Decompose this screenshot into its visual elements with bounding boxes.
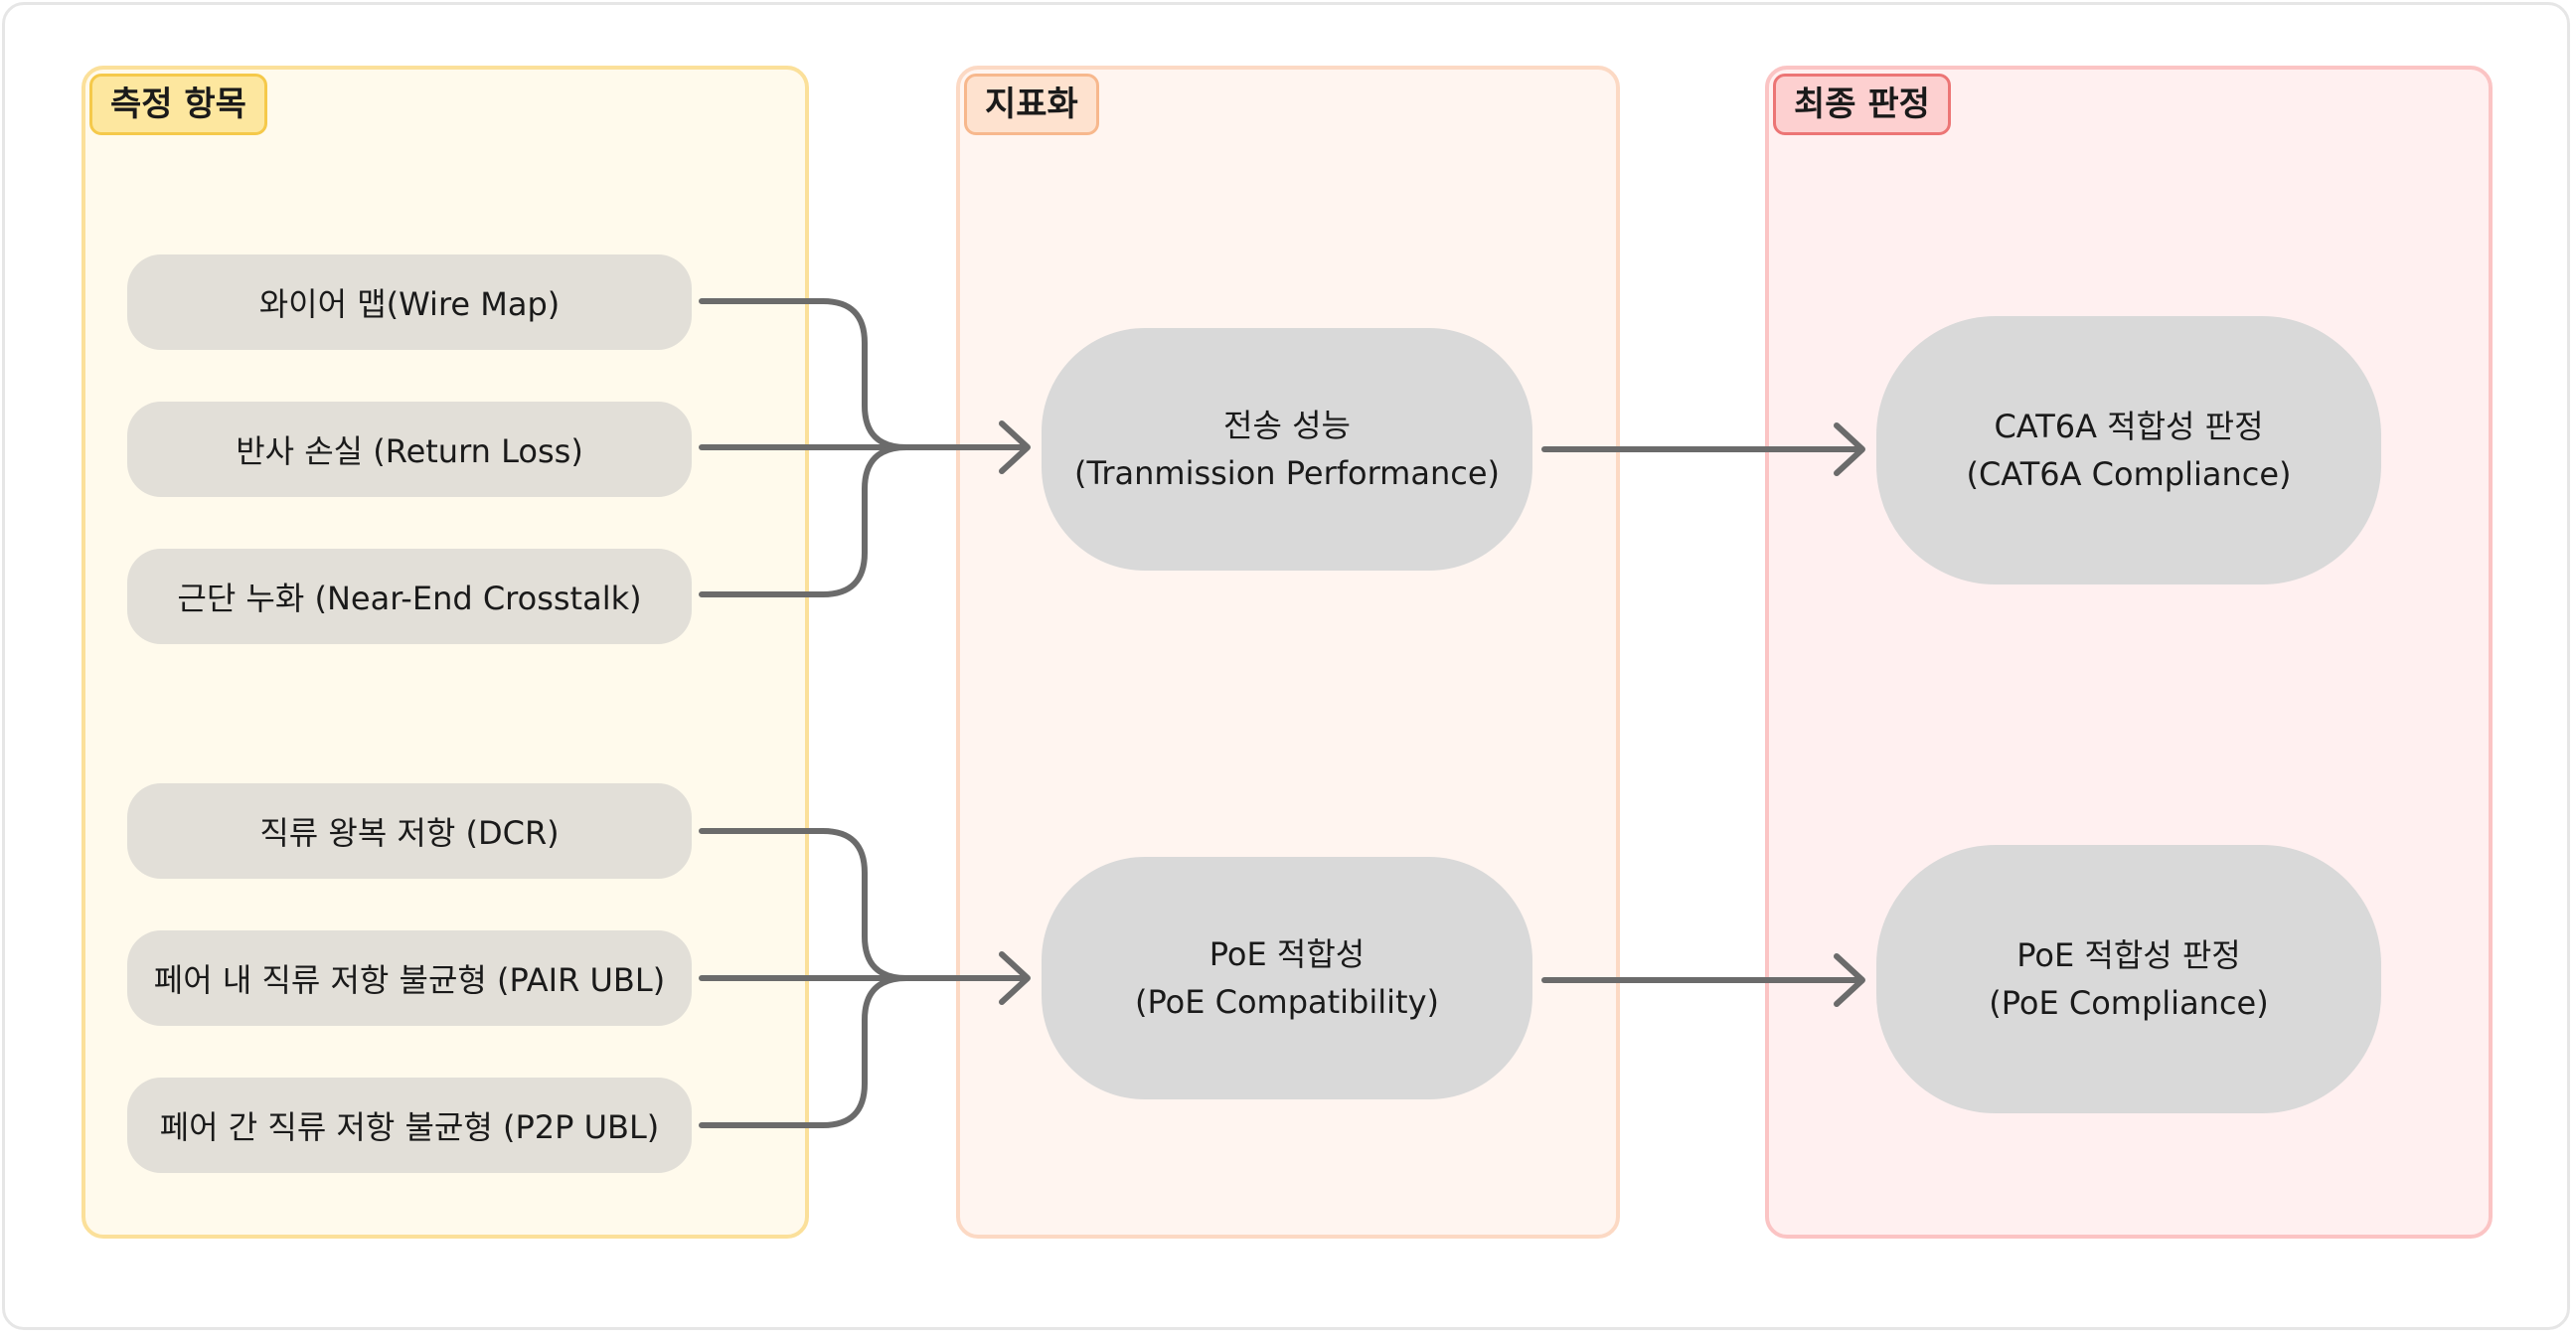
verdict-poe-title: PoE 적합성 판정 <box>2016 936 2241 974</box>
indicator-poe-compatibility: PoE 적합성 (PoE Compatibility) <box>1042 857 1532 1099</box>
connector-p2p-ubl <box>699 975 909 1128</box>
measurement-pair-ubl: 페어 내 직류 저항 불균형 (PAIR UBL) <box>127 930 692 1026</box>
connector-next <box>699 444 909 597</box>
verdict-poe-compliance: PoE 적합성 판정 (PoE Compliance) <box>1876 845 2381 1113</box>
indicator-transmission-performance: 전송 성능 (Tranmission Performance) <box>1042 328 1532 571</box>
indicator-transmission-title: 전송 성능 <box>1223 407 1351 444</box>
arrowhead-transmission <box>999 420 1031 474</box>
group-measurement-label: 측정 항목 <box>89 74 267 135</box>
verdict-cat6a-subtitle: (CAT6A Compliance) <box>1966 455 2292 493</box>
verdict-cat6a-title: CAT6A 적합성 판정 <box>1994 408 2264 445</box>
connector-dcr <box>699 828 909 981</box>
arrowhead-cat6a <box>1834 422 1865 476</box>
verdict-poe-subtitle: (PoE Compliance) <box>1989 984 2269 1022</box>
indicator-transmission-subtitle: (Tranmission Performance) <box>1074 454 1500 492</box>
arrowhead-poe-compliance <box>1834 953 1865 1007</box>
arrowhead-poe <box>999 951 1031 1005</box>
measurement-wire-map: 와이어 맵(Wire Map) <box>127 254 692 350</box>
measurement-p2p-ubl: 페어 간 직류 저항 불균형 (P2P UBL) <box>127 1078 692 1173</box>
group-indicator-label: 지표화 <box>964 74 1099 135</box>
indicator-poe-subtitle: (PoE Compatibility) <box>1134 983 1439 1021</box>
measurement-return-loss: 반사 손실 (Return Loss) <box>127 402 692 497</box>
group-verdict-label: 최종 판정 <box>1773 74 1951 135</box>
indicator-poe-title: PoE 적합성 <box>1208 935 1366 973</box>
measurement-dcr: 직류 왕복 저항 (DCR) <box>127 783 692 879</box>
measurement-near-end-crosstalk: 근단 누화 (Near-End Crosstalk) <box>127 549 692 644</box>
connector-wire-map <box>699 298 909 450</box>
verdict-cat6a-compliance: CAT6A 적합성 판정 (CAT6A Compliance) <box>1876 316 2381 584</box>
